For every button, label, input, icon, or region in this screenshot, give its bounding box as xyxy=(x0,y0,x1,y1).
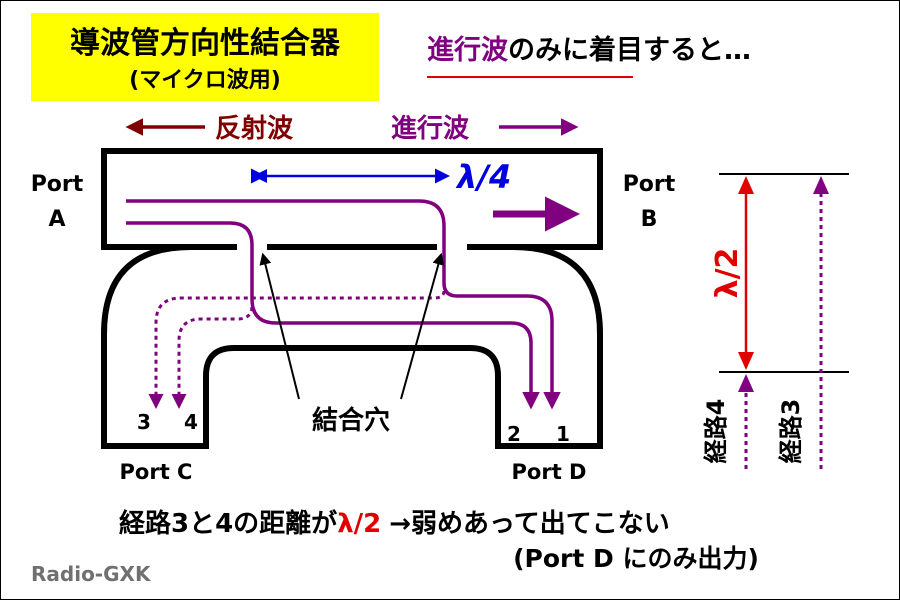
path4-arrow-head xyxy=(738,374,754,392)
heading-text: 進行波のみに着目すると… xyxy=(427,34,751,66)
quarter-wave-label: λ/4 xyxy=(455,158,511,196)
secondary-waveguide-outer xyxy=(101,244,603,449)
bottom-line2: (Port D にのみ出力) xyxy=(513,544,759,573)
heading-rest: のみに着目すると… xyxy=(508,34,751,66)
port-d-label: Port D xyxy=(512,460,587,484)
coupling-holes-label: 結合穴 xyxy=(312,405,390,436)
heading-colored: 進行波 xyxy=(427,34,509,66)
hole-pointer-left xyxy=(259,252,300,400)
main-waveguide xyxy=(101,148,603,250)
reflected-label: 反射波 xyxy=(215,114,294,144)
forward-label: 進行波 xyxy=(391,113,470,144)
title-box xyxy=(31,13,379,101)
path3-label: 経路3 xyxy=(777,399,805,464)
credit-label: Radio-GXK xyxy=(31,562,152,586)
num-2: 2 xyxy=(507,422,521,446)
port-c-label: Port C xyxy=(120,460,193,484)
path-3 xyxy=(148,283,446,409)
path4-label: 経路4 xyxy=(702,399,730,464)
num-3: 3 xyxy=(137,410,151,434)
bottom-line1-pre: 経路3と4の距離が xyxy=(119,508,337,539)
bottom-line1: 経路3と4の距離がλ/2 →弱めあって出てこない xyxy=(119,508,670,539)
hole-pointer-right xyxy=(400,252,445,400)
half-wave-arrow-bottom-head xyxy=(738,352,754,370)
port-b-line1: Port xyxy=(623,172,676,197)
num-1: 1 xyxy=(556,422,570,446)
path3-arrow-head xyxy=(813,176,829,194)
port-a-line2: A xyxy=(48,207,65,232)
port-a-line1: Port xyxy=(31,172,84,197)
coupling-hole-right xyxy=(437,243,467,251)
half-wave-label: λ/2 xyxy=(710,248,745,299)
bottom-line1-post: →弱めあって出てこない xyxy=(389,509,670,539)
title-main: 導波管方向性結合器 xyxy=(70,26,341,61)
bottom-line1-lambda: λ/2 xyxy=(337,509,381,539)
num-4: 4 xyxy=(184,410,198,434)
path-2 xyxy=(126,221,540,410)
half-wave-arrow-top-head xyxy=(738,176,754,194)
title-sub: (マイクロ波用) xyxy=(129,68,281,93)
port-b-line2: B xyxy=(641,207,658,232)
path-1 xyxy=(126,199,561,410)
quarter-wave-arrow-left-head xyxy=(253,169,267,183)
